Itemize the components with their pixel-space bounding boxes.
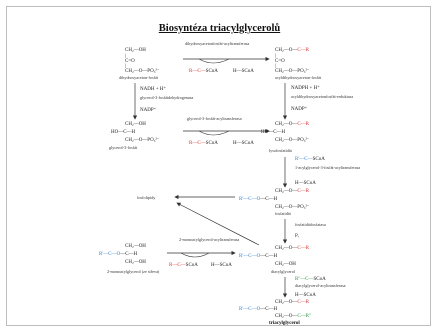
- nadp: NADP⁺: [291, 106, 308, 112]
- svg-text:R'—C—SCoA: R'—C—SCoA: [295, 157, 325, 162]
- lysophosphatidate-structure: CH₂—O—C—R HO—C—H CH₂—O—PO₃²⁻: [261, 122, 310, 143]
- svg-text:CH₂—O—C—R: CH₂—O—C—R: [275, 122, 310, 127]
- svg-text:CH₂—O—PO₃²⁻: CH₂—O—PO₃²⁻: [275, 204, 310, 210]
- svg-text:CH₂—OH: CH₂—OH: [125, 244, 146, 249]
- step-phosphatidate-phosphatase: fosfatidátfosfatasa Pᵢ: [282, 219, 326, 244]
- svg-text:HO—C—H: HO—C—H: [111, 130, 136, 135]
- hscoa-2: H—SCoA: [233, 141, 254, 146]
- nadh: NADH + H⁺: [140, 86, 166, 92]
- triacylglycerol-label: triacylglycerol: [269, 321, 300, 326]
- svg-text:CH₂—OH: CH₂—OH: [125, 48, 146, 53]
- g3p-dehydrogenase-label: glycerol-3-fosfátdehydrogenasa: [140, 95, 193, 100]
- svg-text:C=O: C=O: [275, 59, 285, 64]
- diacylglycerol-label: diacylglycerol: [271, 269, 296, 274]
- svg-text:CH₂—O—C—R: CH₂—O—C—R: [275, 246, 310, 251]
- svg-text:CH₂—O—C—R: CH₂—O—C—R: [275, 300, 310, 305]
- svg-text:CH₂—OH: CH₂—OH: [125, 122, 146, 127]
- hscoa-1: H—SCoA: [233, 69, 254, 74]
- pi: Pᵢ: [295, 234, 299, 239]
- slide-title: Biosyntéza triacylglycerolů: [158, 23, 281, 34]
- g3p-structure: CH₂—OH HO—C—H CH₂—O—PO₃²⁻: [111, 122, 160, 143]
- nadplus: NADP⁺: [140, 107, 157, 113]
- svg-text:HO—C—H: HO—C—H: [261, 130, 286, 135]
- step-g3p-acyltransferase: glycerol-3-fosfát-acyltransferasa R—C—SC…: [183, 116, 270, 146]
- dag-acyltransferase-label: diacylglycerol-acyltransferasa: [295, 283, 346, 288]
- svg-text:R'—C—O—C—H: R'—C—O—C—H: [239, 307, 278, 312]
- dhap-label: dihydroxyaceton-fosfát: [119, 75, 159, 80]
- arrow-dag-to-phospholipids: [176, 202, 260, 246]
- svg-text:R'—C—O—C—H: R'—C—O—C—H: [99, 252, 138, 257]
- step-g3p-dehydrogenase: NADH + H⁺ glycerol-3-fosfátdehydrogenasa…: [132, 83, 193, 120]
- phospholipids-label: fosfolipidy: [137, 195, 156, 200]
- step-dag-acyltransferase: R''—C—SCoA diacylglycerol-acyltransferas…: [282, 277, 346, 298]
- svg-text:R—C—SCoA: R—C—SCoA: [189, 69, 218, 74]
- dhap-acyltransferase-label: dihydroxyacetonfosfát-acyltransferasa: [185, 41, 249, 46]
- lpa-acyltransferase-label: 1-acylglycerol-3-fosfát-acyltransferasa: [295, 165, 360, 170]
- diacylglycerol-structure: CH₂—O—C—R R'—C—O—C—H CH₂—OH: [239, 246, 310, 267]
- step-mag-acyltransferase: 2-monoacylglycerol-acyltransferasa R—C—S…: [167, 237, 239, 268]
- slide: Biosyntéza triacylglycerolů CH₂—OH | C=O…: [6, 6, 431, 326]
- svg-text:R''—C—SCoA: R''—C—SCoA: [295, 277, 326, 282]
- svg-text:CH₂—OH: CH₂—OH: [125, 260, 146, 265]
- pathway-diagram: CH₂—OH | C=O | CH₂—O—PO₃²⁻ dihydroxyacet…: [99, 41, 360, 326]
- svg-text:R—C—SCoA: R—C—SCoA: [169, 263, 198, 268]
- svg-text:R—C—SCoA: R—C—SCoA: [189, 141, 218, 146]
- step-lpa-acyltransferase: R'—C—SCoA 1-acylglycerol-3-fosfát-acyltr…: [282, 157, 360, 188]
- svg-text:C=O: C=O: [125, 59, 135, 64]
- svg-text:CH₂—O—PO₃²⁻: CH₂—O—PO₃²⁻: [125, 68, 160, 74]
- triacylglycerol-structure: CH₂—O—C—R R'—C—O—C—H CH₂—O—C—R'': [239, 300, 311, 319]
- lysophosphatidate-label: lysofosfatidát: [269, 148, 293, 153]
- svg-text:CH₂—O—PO₃²⁻: CH₂—O—PO₃²⁻: [275, 68, 310, 74]
- nadph: NADPH + H⁺: [291, 85, 320, 91]
- dhap-structure: CH₂—OH | C=O | CH₂—O—PO₃²⁻: [125, 48, 160, 74]
- svg-text:R'—C—O—C—H: R'—C—O—C—H: [239, 197, 278, 202]
- svg-text:CH₂—OH: CH₂—OH: [275, 262, 296, 267]
- hscoa-4: H—SCoA: [211, 263, 232, 268]
- monoacylglycerol-label: 2-monoacylglycerol (ze střeva): [107, 269, 160, 274]
- phosphatidate-label: fosfatidát: [275, 211, 292, 216]
- svg-text:CH₂—O—C—R'': CH₂—O—C—R'': [275, 314, 311, 319]
- phosphatidate-phosphatase-label: fosfatidátfosfatasa: [295, 222, 326, 227]
- g3p-acyltransferase-label: glycerol-3-fosfát-acyltransferasa: [187, 116, 242, 121]
- svg-text:|: |: [275, 54, 276, 59]
- hscoa-3: H—SCoA: [295, 181, 316, 186]
- step-dhap-acyltransferase: dihydroxyacetonfosfát-acyltransferasa R—…: [183, 41, 270, 74]
- step-acyl-dhap-reductase: NADPH + H⁺ acyldihydroxyacetonfosfát-red…: [282, 83, 353, 120]
- acyl-dhap-structure: CH₂—O—C—R | C=O | CH₂—O—PO₃²⁻: [275, 48, 310, 74]
- svg-text:CH₂—O—C—R: CH₂—O—C—R: [275, 189, 310, 194]
- svg-text:|: |: [275, 64, 276, 69]
- svg-text:CH₂—O—C—R: CH₂—O—C—R: [275, 48, 310, 53]
- phosphatidate-structure: CH₂—O—C—R R'—C—O—C—H CH₂—O—PO₃²⁻: [239, 189, 310, 210]
- svg-text:|: |: [125, 64, 126, 69]
- monoacylglycerol-structure: CH₂—OH R'—C—O—C—H CH₂—OH: [99, 244, 146, 265]
- hscoa-5: H—SCoA: [295, 293, 316, 298]
- svg-text:|: |: [125, 54, 126, 59]
- g3p-label: glycerol-3-fosfát: [109, 145, 138, 150]
- svg-text:CH₂—O—PO₃²⁻: CH₂—O—PO₃²⁻: [275, 137, 310, 143]
- acyl-dhap-reductase-label: acyldihydroxyacetonfosfát-reduktasa: [291, 94, 353, 99]
- svg-text:R'—C—O—C—H: R'—C—O—C—H: [239, 254, 278, 259]
- acyl-dhap-label: acyldihydroxyaceton-fosfát: [275, 75, 322, 80]
- mag-acyltransferase-label: 2-monoacylglycerol-acyltransferasa: [179, 237, 239, 242]
- svg-text:CH₂—O—PO₃²⁻: CH₂—O—PO₃²⁻: [125, 137, 160, 143]
